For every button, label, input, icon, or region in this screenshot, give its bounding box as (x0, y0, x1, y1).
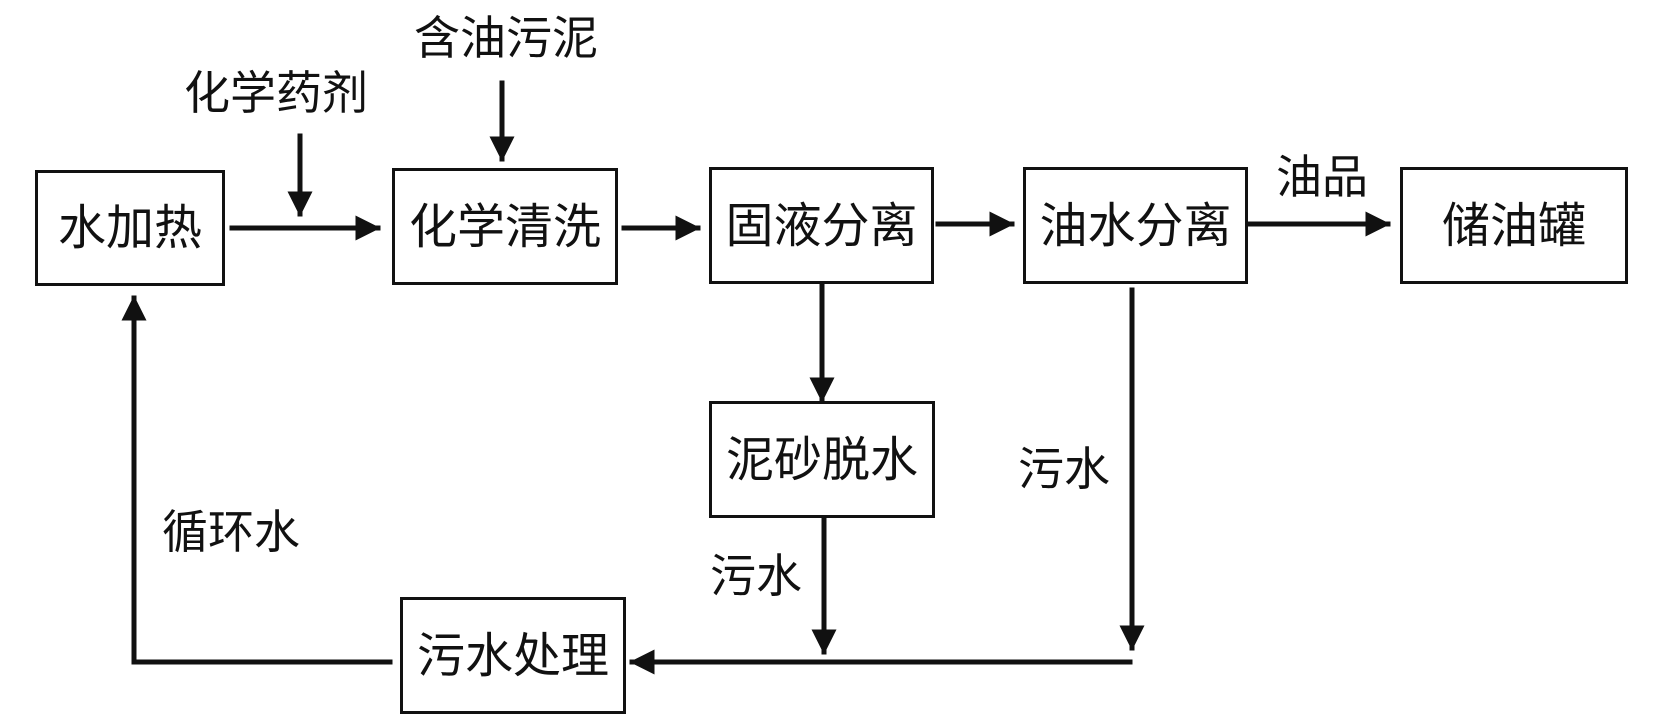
wastewater-right-label: 污水 (1018, 442, 1110, 496)
wastewater-treatment-box: 污水处理 (400, 597, 626, 714)
arrow-circulating-water-return (121, 295, 393, 665)
sand-dewatering-text: 泥砂脱水 (725, 431, 918, 488)
sand-dewatering-box: 泥砂脱水 (709, 401, 935, 518)
oil-water-separation-box: 油水分离 (1023, 167, 1248, 284)
water-heating-text: 水加热 (57, 200, 202, 256)
chemical-cleaning-box: 化学清洗 (392, 168, 618, 285)
solid-liquid-separation-box: 固液分离 (709, 167, 934, 284)
oily-sludge-label: 含油污泥 (414, 11, 598, 65)
wastewater-middle-label: 污水 (710, 549, 802, 603)
water-heating-box: 水加热 (35, 170, 225, 286)
oil-storage-tank-text: 储油罐 (1441, 197, 1586, 254)
oil-water-separation-text: 油水分离 (1039, 197, 1232, 254)
chemical-agents-label: 化学药剂 (184, 66, 368, 120)
solid-liquid-separation-text: 固液分离 (725, 197, 918, 254)
oil-product-label: 油品 (1276, 150, 1368, 204)
wastewater-treatment-text: 污水处理 (416, 627, 609, 684)
chemical-cleaning-text: 化学清洗 (408, 198, 601, 255)
circulating-water-label: 循环水 (162, 505, 300, 559)
oil-storage-tank-box: 储油罐 (1400, 167, 1628, 284)
